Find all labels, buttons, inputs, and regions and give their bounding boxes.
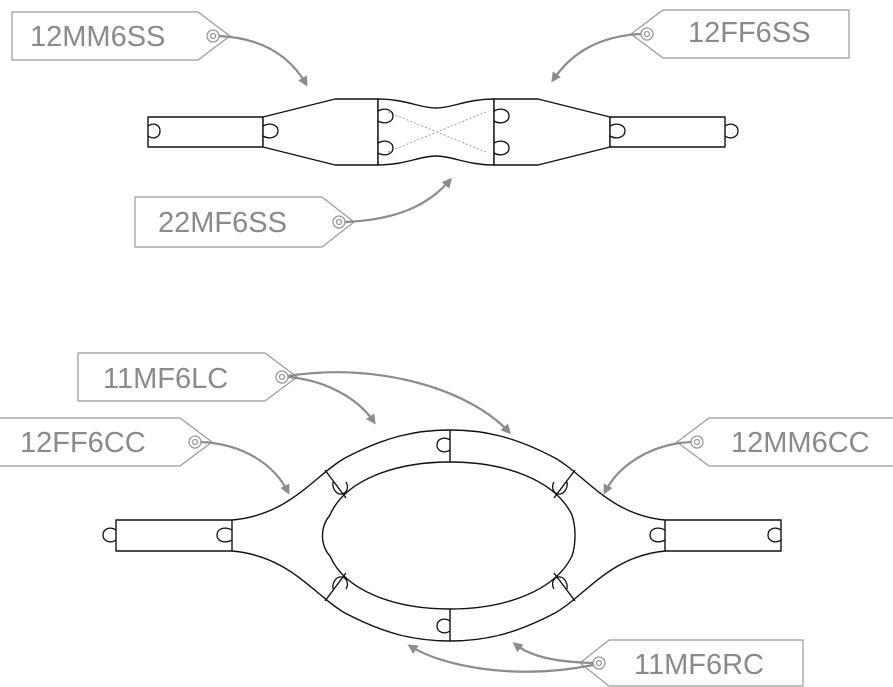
- arrow-22MF6SS: [344, 177, 452, 224]
- tag-11MF6LC: 11MF6LC: [77, 352, 298, 402]
- joint-loop-bottom-right: [551, 576, 568, 590]
- ramp-piece-left: [262, 98, 379, 166]
- tag-label-11MF6RC: 11MF6RC: [634, 649, 764, 681]
- joint-loop-top-center: [436, 437, 451, 453]
- tag-12MM6SS: 12MM6SS: [11, 11, 231, 61]
- tag-22MF6SS: 22MF6SS: [134, 196, 355, 248]
- joint-right-end: [724, 123, 739, 139]
- joint-left-end: [147, 123, 161, 139]
- tag-label-11MF6LC: 11MF6LC: [103, 363, 228, 395]
- arrow-11MF6RC-to-far: [407, 644, 594, 673]
- straight-piece-bottom-right: [664, 519, 782, 552]
- tag-11MF6RC: 11MF6RC: [579, 639, 804, 687]
- tag-12FF6CC: 12FF6CC: [0, 417, 213, 467]
- tag-label-12MM6SS: 12MM6SS: [30, 21, 165, 53]
- loop-inner-boundary: [321, 461, 576, 610]
- tag-label-22MF6SS: 22MF6SS: [158, 207, 287, 239]
- tag-12MM6CC: 12MM6CC: [676, 417, 893, 467]
- top-track-assembly: [147, 98, 739, 166]
- joint-crossover-left-top: [377, 108, 394, 124]
- tag-12FF6SS: 12FF6SS: [630, 9, 850, 59]
- joint-right-ramp: [609, 123, 626, 139]
- crossover-dotted-line-b: [387, 111, 487, 153]
- tag-label-12FF6SS: 12FF6SS: [688, 17, 811, 49]
- joint-bottom-right-junction: [649, 527, 666, 543]
- joint-crossover-right-bottom: [493, 140, 510, 156]
- joint-crossover-right-top: [493, 108, 510, 124]
- arrow-11MF6LC-to-top: [287, 371, 512, 435]
- joint-loop-top-right: [551, 481, 568, 495]
- joint-left-ramp: [262, 123, 279, 139]
- arrow-12MM6CC: [603, 440, 692, 495]
- tag-label-12FF6CC: 12FF6CC: [20, 427, 146, 459]
- crossover-piece: [377, 98, 495, 166]
- arrow-12FF6CC: [200, 440, 290, 495]
- arrow-12FF6SS: [551, 32, 642, 83]
- joint-bottom-right-end: [767, 527, 782, 543]
- joint-bottom-left-end: [102, 527, 117, 543]
- joint-loop-bottom-center: [436, 618, 451, 634]
- joint-loop-top-left: [332, 481, 349, 495]
- straight-piece-right: [609, 116, 726, 148]
- joint-crossover-left-bottom: [377, 140, 394, 156]
- arrow-11MF6RC-to-near: [512, 642, 594, 665]
- straight-piece-bottom-left: [115, 519, 233, 552]
- straight-piece-left: [147, 116, 264, 148]
- ramp-piece-right: [493, 98, 611, 166]
- arrow-12MM6SS: [218, 34, 308, 87]
- joint-bottom-left-junction: [216, 527, 233, 543]
- arrow-11MF6LC-to-left: [287, 375, 376, 425]
- tag-label-12MM6CC: 12MM6CC: [731, 427, 870, 459]
- bottom-track-assembly: [102, 429, 782, 642]
- joint-loop-bottom-left: [332, 576, 349, 590]
